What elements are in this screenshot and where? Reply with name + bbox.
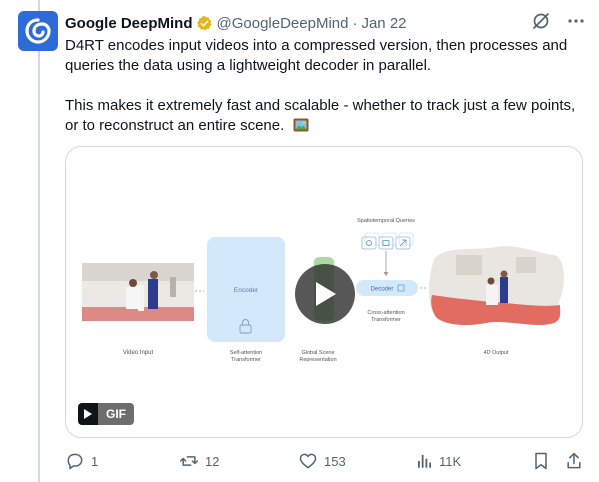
header-actions [531, 12, 585, 34]
lock-icon [239, 319, 252, 334]
decoder-caption-line1: Cross-attention [367, 310, 404, 316]
output-label: 4D Output [483, 350, 509, 356]
scene-caption-line2: Representation [299, 357, 336, 363]
tweet-paragraph-2-text: This makes it extremely fast and scalabl… [65, 97, 576, 134]
encoder-caption-line2: Transformer [231, 357, 261, 363]
more-options-icon[interactable] [567, 12, 585, 34]
encoder-caption-line1: Self-attention [230, 350, 262, 356]
video-input-label: Video Input [123, 350, 154, 356]
author-name[interactable]: Google DeepMind [65, 14, 193, 32]
decoder-block [356, 280, 418, 296]
repost-count: 12 [205, 453, 220, 469]
bookmark-icon [535, 452, 547, 470]
encoder-label: Encoder [234, 287, 259, 294]
gif-label: GIF [98, 403, 134, 425]
like-count: 153 [324, 453, 346, 469]
bookmark-button[interactable] [532, 450, 550, 472]
gif-play-icon[interactable] [78, 403, 98, 425]
reply-icon [67, 453, 83, 470]
heart-icon [299, 453, 317, 469]
4d-output-reconstruction [429, 246, 564, 325]
framed-picture-emoji-icon [293, 118, 309, 132]
tweet-paragraph-2: This makes it extremely fast and scalabl… [65, 96, 589, 136]
views-button[interactable]: 11K [415, 450, 461, 472]
grok-icon[interactable] [531, 11, 551, 35]
repost-button[interactable]: 12 [179, 450, 219, 472]
views-bar-chart-icon [418, 455, 432, 468]
share-button[interactable] [565, 450, 583, 472]
separator-dot: · [352, 14, 358, 32]
scene-caption-line1: Global Scene [301, 350, 334, 356]
tweet-actions: 1 12 153 11K [65, 450, 585, 472]
reply-count: 1 [91, 453, 99, 469]
repost-icon [179, 456, 199, 466]
verified-badge-icon[interactable] [196, 15, 213, 32]
reply-button[interactable]: 1 [65, 450, 98, 472]
tweet-text: D4RT encodes input videos into a compres… [65, 36, 589, 136]
gif-badge[interactable]: GIF [78, 403, 134, 425]
media-card[interactable]: Video Input Encoder Self-attention Trans… [65, 146, 583, 438]
decoder-label: Decoder [371, 287, 394, 293]
thread-connector-line [38, 0, 40, 482]
tweet-date[interactable]: Jan 22 [361, 14, 407, 32]
play-button[interactable] [295, 264, 355, 324]
queries-label: Spatiotemporal Queries [357, 218, 415, 224]
tweet-header: Google DeepMind @GoogleDeepMind · Jan 22 [65, 12, 585, 34]
views-count: 11K [439, 453, 462, 469]
share-icon [567, 452, 581, 469]
deepmind-logo-icon [25, 18, 51, 44]
avatar[interactable] [18, 11, 58, 51]
query-tokens [361, 232, 414, 250]
encoder-block [207, 237, 285, 342]
play-icon [316, 282, 336, 306]
video-input-frame [82, 263, 194, 321]
like-button[interactable]: 153 [298, 450, 346, 472]
tweet-paragraph-1: D4RT encodes input videos into a compres… [65, 37, 568, 74]
decoder-caption-line2: Transformer [371, 317, 401, 323]
author-handle[interactable]: @GoogleDeepMind [216, 14, 349, 32]
